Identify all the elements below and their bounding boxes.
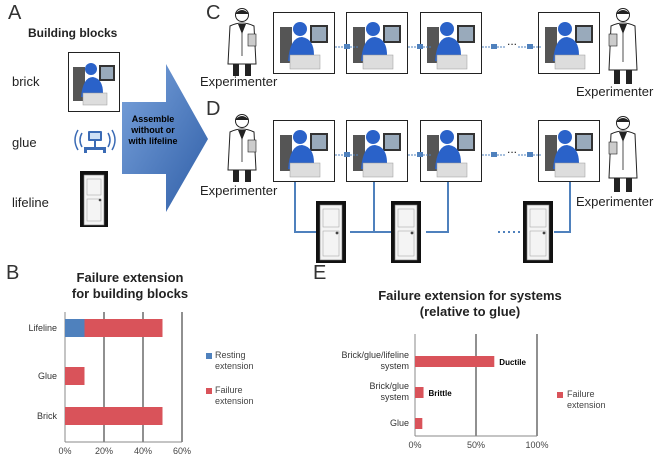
computer-worker-icon: [280, 130, 328, 178]
assemble-arrow: [122, 64, 208, 212]
label-glue: glue: [12, 135, 37, 150]
worker-box-c3: [420, 12, 482, 74]
worker-box-c2: [346, 12, 408, 74]
scientist-icon: [608, 116, 638, 192]
network-signal-icon: [408, 44, 432, 49]
chart-b-title: Failure extension for building blocks: [60, 270, 200, 302]
computer-worker-icon: [427, 22, 475, 70]
x-tick-label: 100%: [525, 440, 548, 450]
bar-failure: [415, 356, 495, 367]
computer-worker-icon: [353, 130, 401, 178]
network-signal-icon: [518, 44, 542, 49]
worker-box-d2: [346, 120, 408, 182]
scientist-icon: [227, 114, 257, 182]
category-label: Brick/glue: [369, 381, 409, 391]
legend-label-failure-e: Failure extension: [567, 389, 606, 411]
legend-label-failure-b-2: extension: [215, 396, 254, 406]
legend-label-failure-e-2: extension: [567, 400, 606, 410]
door-icon: [80, 171, 108, 227]
category-label: Brick: [37, 411, 57, 421]
category-label: Brick/glue/lifeline: [341, 350, 409, 360]
legend-label-failure-b-1: Failure: [215, 385, 243, 395]
legend-swatch-resting: [206, 353, 212, 359]
label-lifeline: lifeline: [12, 195, 49, 210]
worker-box-d3: [420, 120, 482, 182]
bar-failure: [84, 319, 163, 337]
legend-swatch-failure-b: [206, 388, 212, 394]
experimenter-label-c-right: Experimenter: [576, 84, 654, 99]
computer-worker-icon: [73, 63, 115, 106]
worker-box-c4: [538, 12, 600, 74]
chart-e-title-line2: (relative to glue): [419, 304, 521, 319]
assemble-arrow-label: Assemble without or with lifeline: [128, 114, 178, 146]
experimenter-label-c-left: Experimenter: [200, 74, 278, 89]
category-label: system: [380, 361, 409, 371]
category-label: system: [380, 392, 409, 402]
network-signal-icon: [335, 152, 359, 157]
x-tick-label: 20%: [95, 446, 113, 456]
category-label: Glue: [38, 371, 57, 381]
scientist-icon: [608, 8, 638, 84]
network-signal-icon: [408, 152, 432, 157]
computer-worker-icon: [545, 22, 593, 70]
category-label: Lifeline: [28, 323, 57, 333]
computer-worker-icon: [427, 130, 475, 178]
legend-label-failure-e-1: Failure: [567, 389, 595, 399]
brick-box: [68, 52, 120, 112]
network-signal-icon: [74, 129, 116, 153]
chart-e-title-line1: Failure extension for systems: [378, 288, 562, 303]
legend-label-resting: Resting extension: [215, 350, 254, 372]
x-tick-label: 60%: [173, 446, 191, 456]
legend-label-resting-2: extension: [215, 361, 254, 371]
worker-box-d1: [273, 120, 335, 182]
bar-failure: [415, 418, 423, 429]
lifeline-connections: [294, 182, 571, 233]
bar-annotation: Brittle: [429, 389, 453, 398]
network-signal-icon: [518, 152, 542, 157]
door-icon: [523, 201, 553, 263]
panel-label-b: B: [6, 262, 20, 284]
network-signal-icon: [335, 44, 359, 49]
scientist-icon: [227, 8, 257, 76]
building-blocks-title: Building blocks: [28, 26, 118, 40]
computer-worker-icon: [545, 130, 593, 178]
legend-label-failure-b: Failure extension: [215, 385, 254, 407]
legend-label-resting-1: Resting: [215, 350, 246, 360]
panel-label-e: E: [313, 262, 327, 284]
x-tick-label: 0%: [408, 440, 421, 450]
computer-worker-icon: [353, 22, 401, 70]
bar-resting: [65, 319, 85, 337]
computer-worker-icon: [280, 22, 328, 70]
worker-box-c1: [273, 12, 335, 74]
experimenter-label-d-left: Experimenter: [200, 183, 278, 198]
chart-e-title: Failure extension for systems (relative …: [370, 288, 570, 320]
experimenter-label-d-right: Experimenter: [576, 194, 654, 209]
x-tick-label: 40%: [134, 446, 152, 456]
bar-failure: [65, 367, 85, 385]
panel-label-a: A: [8, 2, 22, 24]
ellipsis-d: ...: [507, 142, 518, 156]
network-signal-icon: [482, 44, 506, 49]
x-tick-label: 0%: [58, 446, 71, 456]
panel-label-d: D: [206, 98, 221, 120]
category-label: Glue: [390, 418, 409, 428]
worker-box-d4: [538, 120, 600, 182]
ellipsis-c: ...: [507, 34, 518, 48]
chart-b-title-line2: for building blocks: [71, 286, 189, 301]
bar-annotation: Ductile: [499, 358, 526, 367]
door-icon: [316, 201, 346, 263]
chart-b-title-line1: Failure extension: [76, 270, 184, 285]
network-signal-icon: [482, 152, 506, 157]
bar-failure: [415, 387, 424, 398]
x-tick-label: 50%: [467, 440, 485, 450]
label-brick: brick: [12, 74, 40, 89]
panel-label-c: C: [206, 2, 221, 24]
bar-failure: [65, 407, 163, 425]
door-icon: [391, 201, 421, 263]
legend-swatch-failure-e: [557, 392, 563, 398]
